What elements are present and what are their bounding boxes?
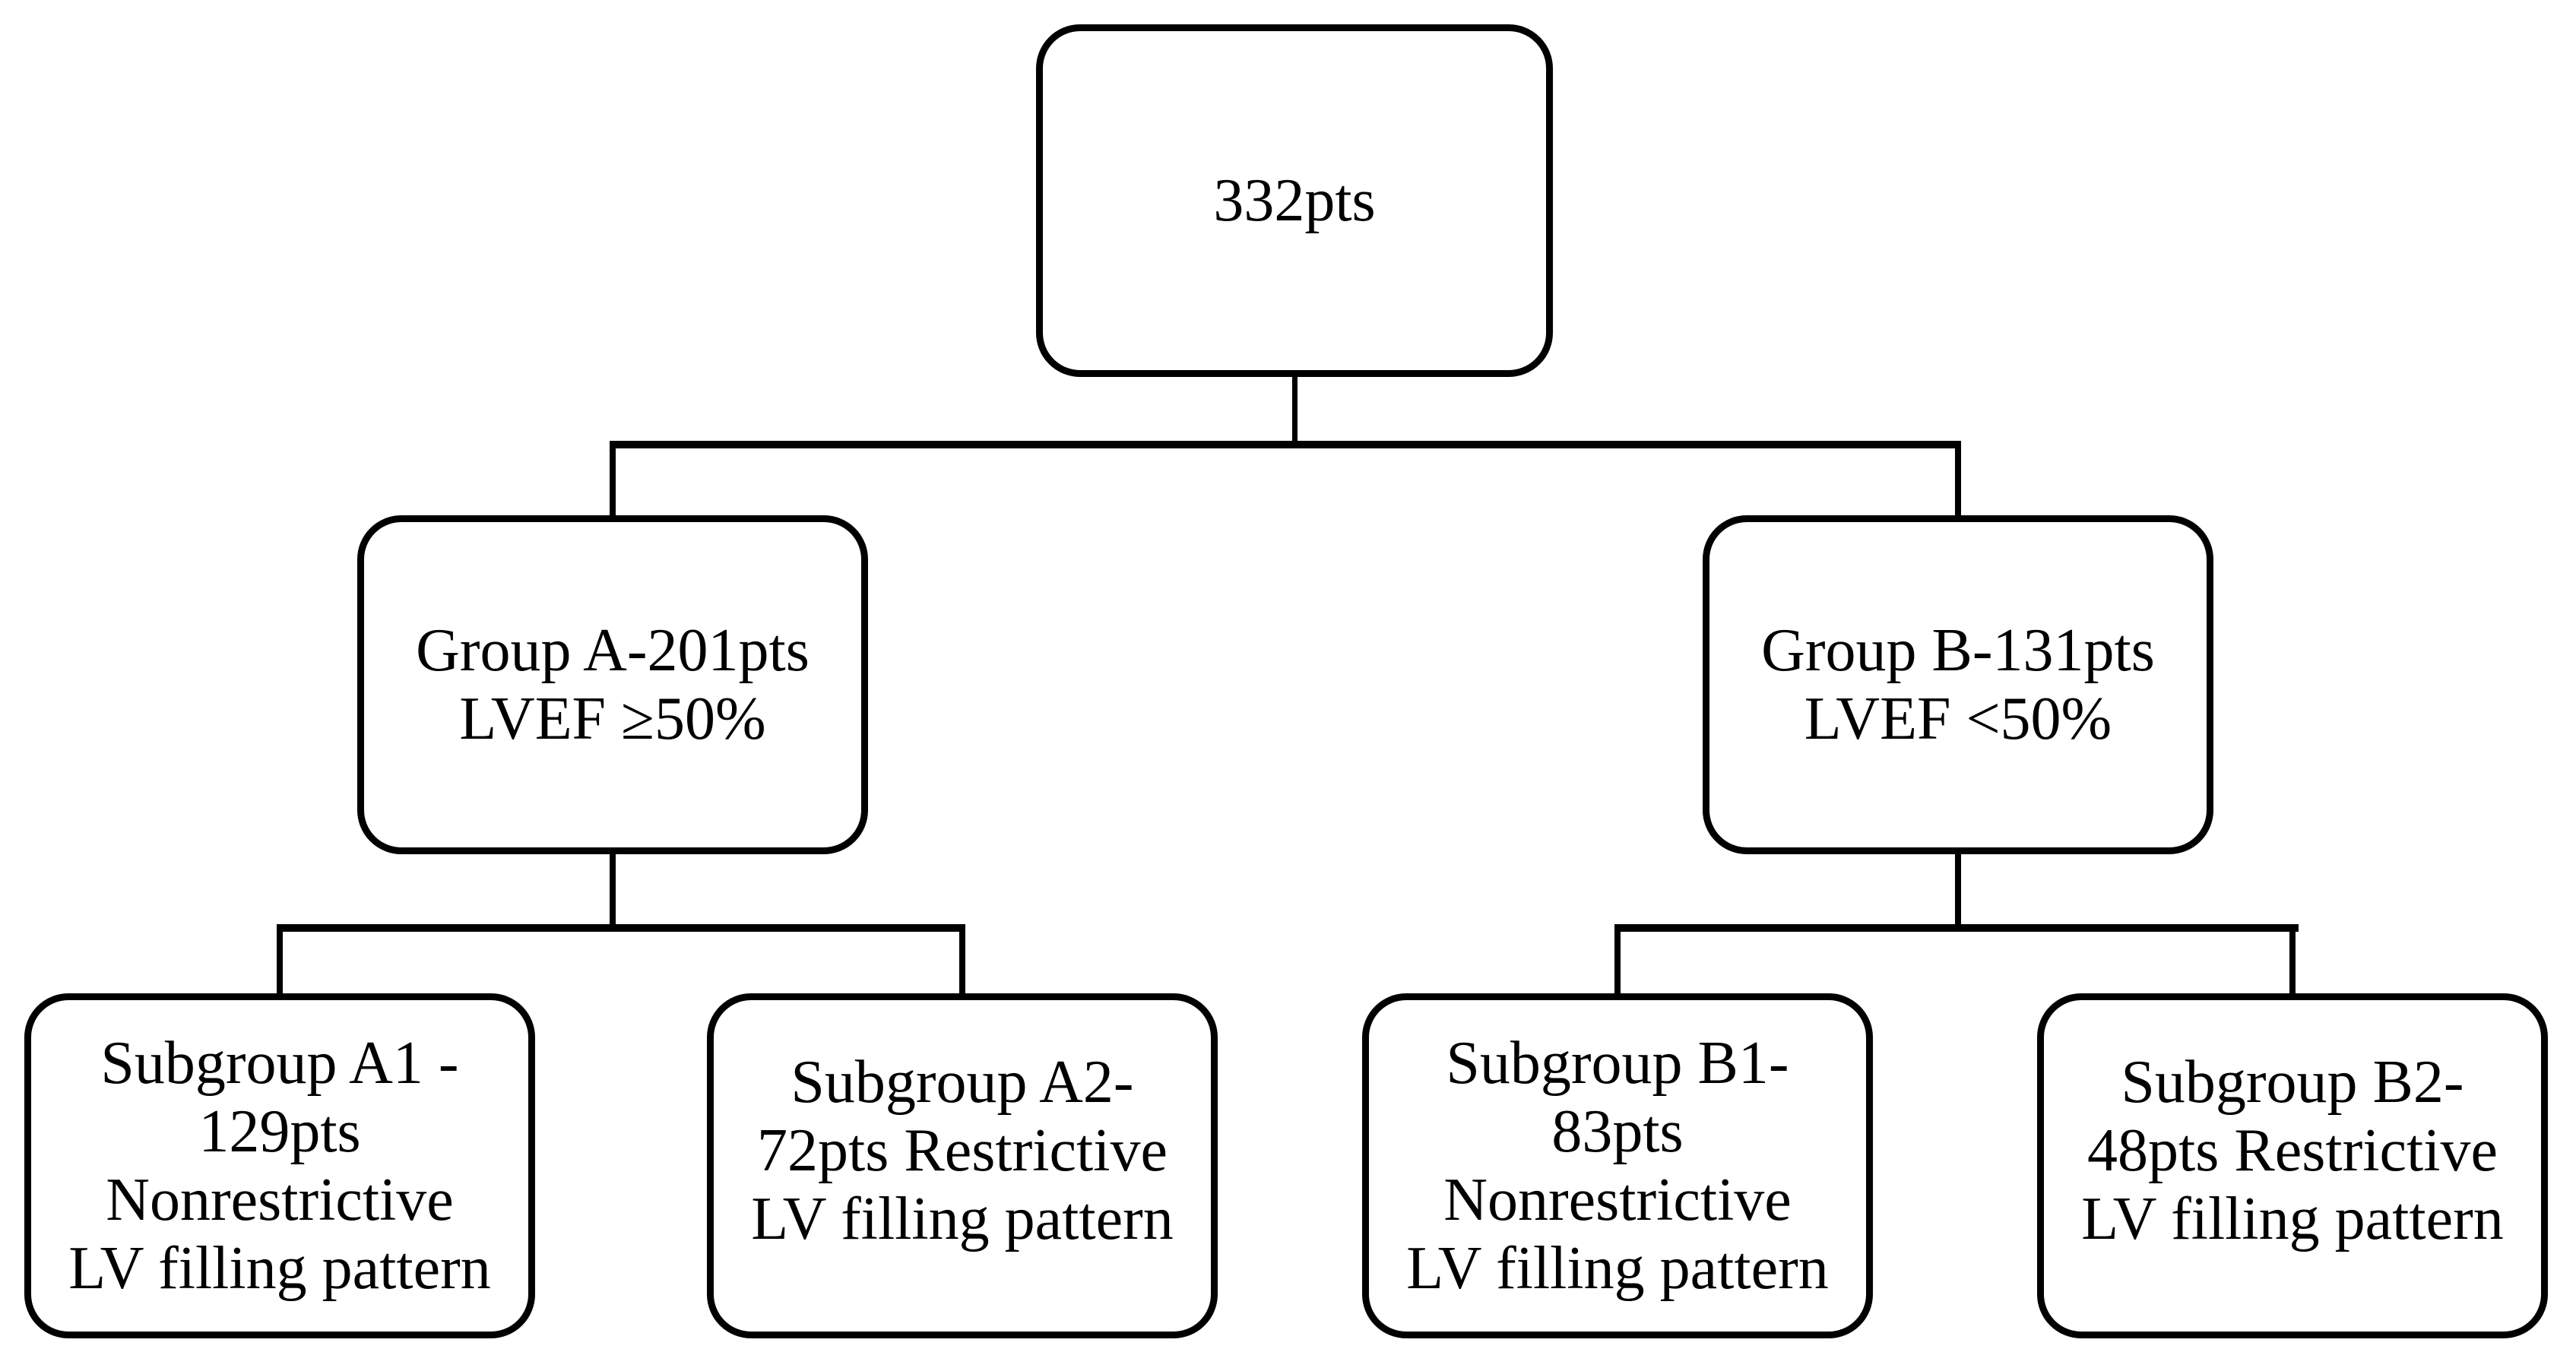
node-subgroup-b1: Subgroup B1- 83pts Nonrestrictive LV fil… [1362, 993, 1873, 1338]
connector-level2-bus-a [277, 924, 965, 932]
connector-drop-group-b [1955, 441, 1961, 515]
node-line: LV filling pattern [751, 1186, 1174, 1252]
connector-root-stub [1292, 377, 1298, 448]
node-line: Subgroup A1 - [100, 1030, 459, 1097]
node-line: LV filling pattern [68, 1235, 491, 1302]
connector-group-b-stub [1955, 854, 1961, 930]
node-line: 83pts [1551, 1098, 1684, 1165]
node-line: LVEF <50% [1804, 686, 2112, 752]
node-line: LV filling pattern [2081, 1186, 2504, 1252]
node-line: Subgroup B2- [2121, 1049, 2464, 1116]
node-line: LV filling pattern [1406, 1235, 1829, 1302]
node-subgroup-a2: Subgroup A2- 72pts Restrictive LV fillin… [707, 993, 1218, 1338]
node-line: Group B-131pts [1761, 617, 2155, 684]
node-line: Nonrestrictive [1443, 1167, 1792, 1233]
node-line: Subgroup A2- [791, 1049, 1134, 1116]
node-line: 48pts Restrictive [2087, 1117, 2498, 1184]
node-line: 332pts [1213, 167, 1376, 234]
node-group-b: Group B-131pts LVEF <50% [1703, 515, 2213, 854]
node-line: 129pts [198, 1098, 361, 1165]
node-total-patients: 332pts [1036, 24, 1553, 377]
connector-drop-group-a [610, 441, 616, 515]
connector-drop-subgroup-a1 [277, 924, 283, 993]
connector-drop-subgroup-a2 [959, 924, 965, 993]
connector-drop-subgroup-b1 [1614, 924, 1621, 993]
connector-level1-bus [610, 441, 1961, 448]
node-line: 72pts Restrictive [757, 1117, 1168, 1184]
connector-group-a-stub [610, 854, 616, 930]
node-group-a: Group A-201pts LVEF ≥50% [357, 515, 868, 854]
node-subgroup-b2: Subgroup B2- 48pts Restrictive LV fillin… [2037, 993, 2548, 1338]
node-line: Subgroup B1- [1446, 1030, 1789, 1097]
node-subgroup-a1: Subgroup A1 - 129pts Nonrestrictive LV f… [24, 993, 535, 1338]
node-line: LVEF ≥50% [459, 686, 766, 752]
node-line: Group A-201pts [416, 617, 810, 684]
node-line: Nonrestrictive [106, 1167, 454, 1233]
connector-drop-subgroup-b2 [2289, 924, 2296, 993]
connector-level2-bus-b [1614, 924, 2299, 932]
